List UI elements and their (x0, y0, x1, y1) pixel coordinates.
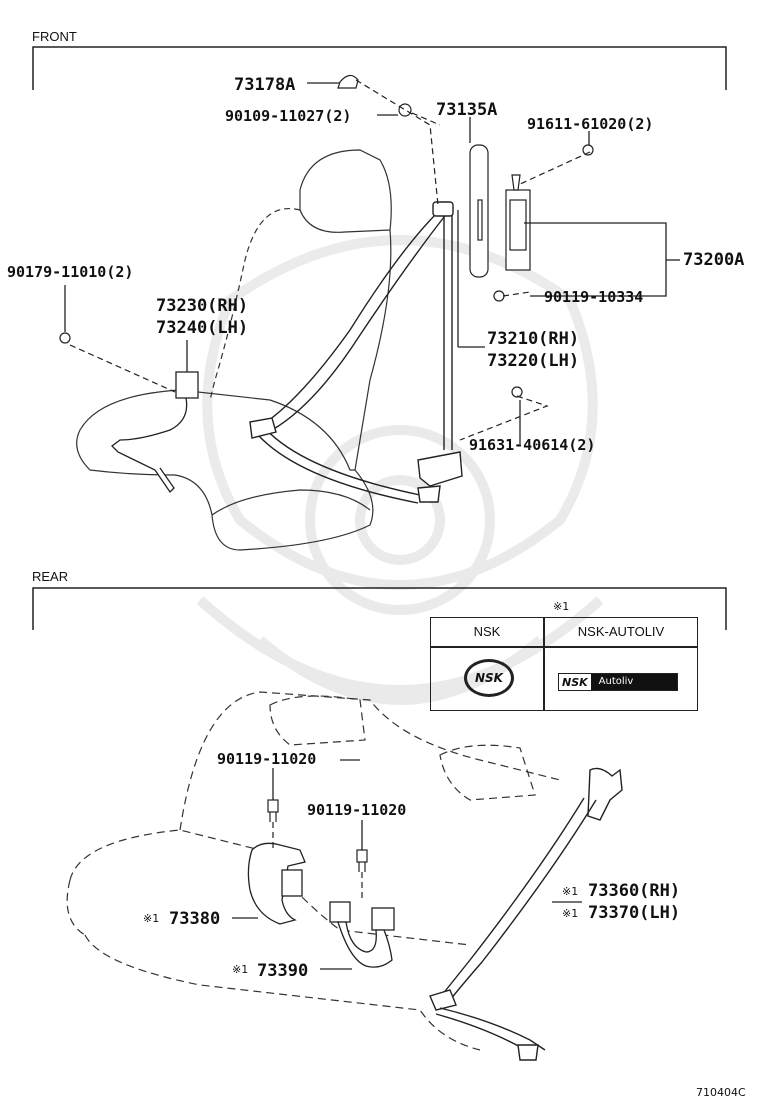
nsk-logo-icon: NSK (464, 659, 514, 697)
nsk-autoliv-logo-nsk: NSK (562, 675, 588, 689)
label-73230-rh: 73230(RH) (156, 296, 248, 316)
front-dashed-lines (69, 79, 591, 441)
label-73380: 73380 (169, 909, 220, 929)
note-mark-73360: ※1 (562, 885, 579, 898)
diagram-code: 710404C (696, 1086, 746, 1099)
rear-bracket (32, 587, 727, 630)
label-73178a: 73178A (234, 75, 295, 95)
rear-buckle-73390 (329, 901, 395, 968)
label-73370-lh: 73370(LH) (588, 903, 680, 923)
table-header-nsk-autoliv: NSK-AUTOLIV (577, 624, 665, 639)
front-leader-lines (64, 82, 680, 444)
label-91631-40614: 91631-40614(2) (469, 436, 595, 454)
front-small-parts (59, 74, 594, 398)
label-90119-11020-a: 90119-11020 (217, 750, 316, 768)
table-divider-vertical (543, 618, 545, 710)
label-90119-11020-b: 90119-11020 (307, 801, 406, 819)
label-73360-rh: 73360(RH) (588, 881, 680, 901)
label-90109-11027: 90109-11027(2) (225, 107, 351, 125)
note-mark-73380: ※1 (143, 912, 160, 925)
label-73220-lh: 73220(LH) (487, 351, 579, 371)
note-mark-73390: ※1 (232, 963, 249, 976)
rear-section-title: REAR (32, 569, 69, 584)
note-mark-73370: ※1 (562, 907, 579, 920)
front-seatbelt (249, 201, 463, 504)
supplier-table: NSK NSK-AUTOLIV NSK NSK Autoliv (430, 617, 698, 711)
rear-leader-lines (232, 759, 582, 970)
rear-buckle-73380 (247, 842, 306, 925)
label-91611-61020: 91611-61020(2) (527, 115, 653, 133)
label-73210-rh: 73210(RH) (487, 329, 579, 349)
rear-dashed-lines (272, 822, 363, 902)
front-section-title: FRONT (32, 29, 77, 44)
label-73200a: 73200A (683, 250, 744, 270)
nsk-autoliv-logo-autoliv: Autoliv (590, 674, 677, 690)
rear-seat-outline (66, 691, 561, 1051)
table-header-nsk: NSK (473, 624, 501, 639)
label-90119-10334: 90119-10334 (544, 288, 643, 306)
note-mark-table: ※1 (553, 600, 570, 613)
front-buckle (111, 371, 199, 494)
rear-seatbelt (429, 767, 623, 1061)
label-73240-lh: 73240(LH) (156, 318, 248, 338)
front-bracket (32, 46, 727, 90)
table-divider-horizontal (431, 646, 697, 648)
label-90179-11010: 90179-11010(2) (7, 263, 133, 281)
label-73135a: 73135A (436, 100, 497, 120)
front-seat-outline (76, 149, 392, 551)
nsk-autoliv-logo: NSK Autoliv (558, 673, 678, 691)
label-73390: 73390 (257, 961, 308, 981)
